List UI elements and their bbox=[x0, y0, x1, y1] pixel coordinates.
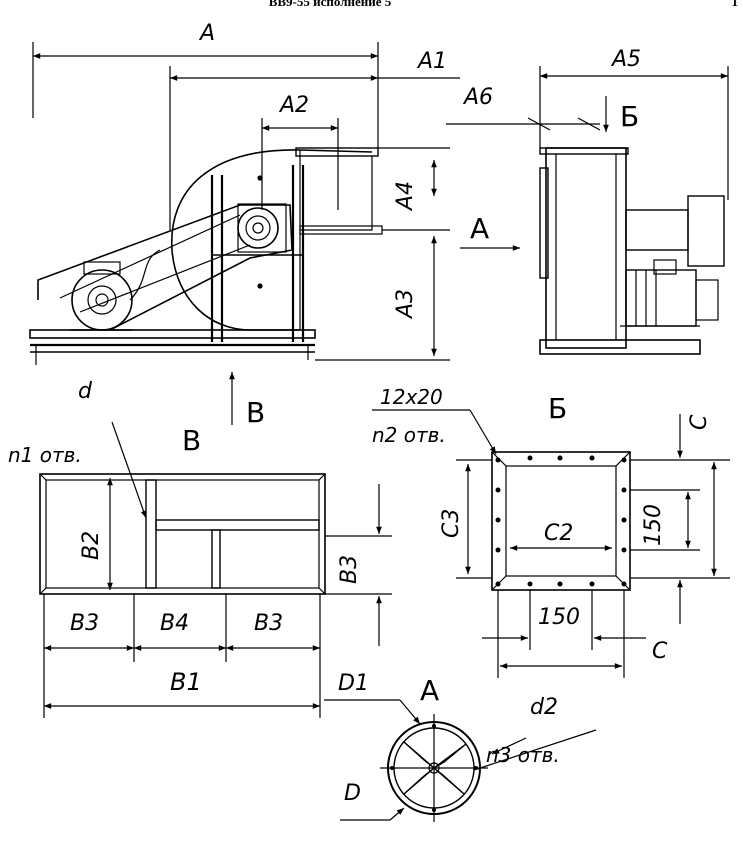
view-V-frame bbox=[39, 421, 392, 718]
label-n2-holes: n2 отв. bbox=[372, 423, 446, 447]
dim-label-A5: A5 bbox=[610, 47, 641, 72]
view-arrow-V-label: В bbox=[246, 396, 265, 429]
dim-label-d2: d2 bbox=[530, 695, 558, 720]
dim-label-A2: A2 bbox=[278, 93, 309, 118]
dim-label-A1: A1 bbox=[416, 49, 447, 74]
dim-label-B3-left: B3 bbox=[70, 611, 99, 636]
dim-label-B3-right: B3 bbox=[337, 555, 362, 584]
dim-label-C-right: C bbox=[687, 414, 712, 430]
view-B-flange bbox=[372, 409, 730, 678]
dim-label-D1: D1 bbox=[338, 671, 369, 696]
dim-label-C-bottom: C bbox=[652, 639, 668, 664]
dim-label-150-horizontal: 150 bbox=[538, 605, 580, 630]
header-title: ВВ9-55 исполнение 5 bbox=[269, 0, 392, 9]
label-holes-12x20: 12x20 bbox=[380, 385, 443, 409]
view-A-inlet bbox=[324, 699, 597, 822]
dim-label-D: D bbox=[344, 781, 361, 806]
dim-label-150-vertical: 150 bbox=[641, 504, 666, 546]
dim-label-C2: C2 bbox=[544, 521, 573, 546]
dim-label-B4: B4 bbox=[160, 611, 189, 636]
dim-label-B3-middle: B3 bbox=[254, 611, 283, 636]
dim-label-A: A bbox=[198, 21, 215, 46]
dim-label-A3: A3 bbox=[393, 289, 418, 320]
side-view bbox=[29, 42, 520, 425]
dim-label-B2: B2 bbox=[79, 531, 104, 560]
dim-label-A6: A6 bbox=[462, 85, 493, 110]
label-n1-holes: n1 отв. bbox=[8, 443, 82, 467]
dim-label-B1: B1 bbox=[170, 668, 202, 696]
view-title-B: Б bbox=[548, 392, 567, 425]
view-arrow-A-label: A bbox=[470, 212, 489, 245]
header-page-mark: 1 bbox=[732, 0, 739, 9]
dim-label-A4: A4 bbox=[393, 181, 418, 212]
front-view bbox=[446, 66, 729, 355]
label-n3-holes: n3 отв. bbox=[486, 743, 560, 767]
view-title-A: A bbox=[420, 674, 439, 707]
view-arrow-B-label: Б bbox=[620, 100, 639, 133]
view-title-V: В bbox=[182, 424, 201, 457]
dim-label-C3: C3 bbox=[439, 509, 464, 538]
dim-label-d: d bbox=[78, 379, 93, 404]
